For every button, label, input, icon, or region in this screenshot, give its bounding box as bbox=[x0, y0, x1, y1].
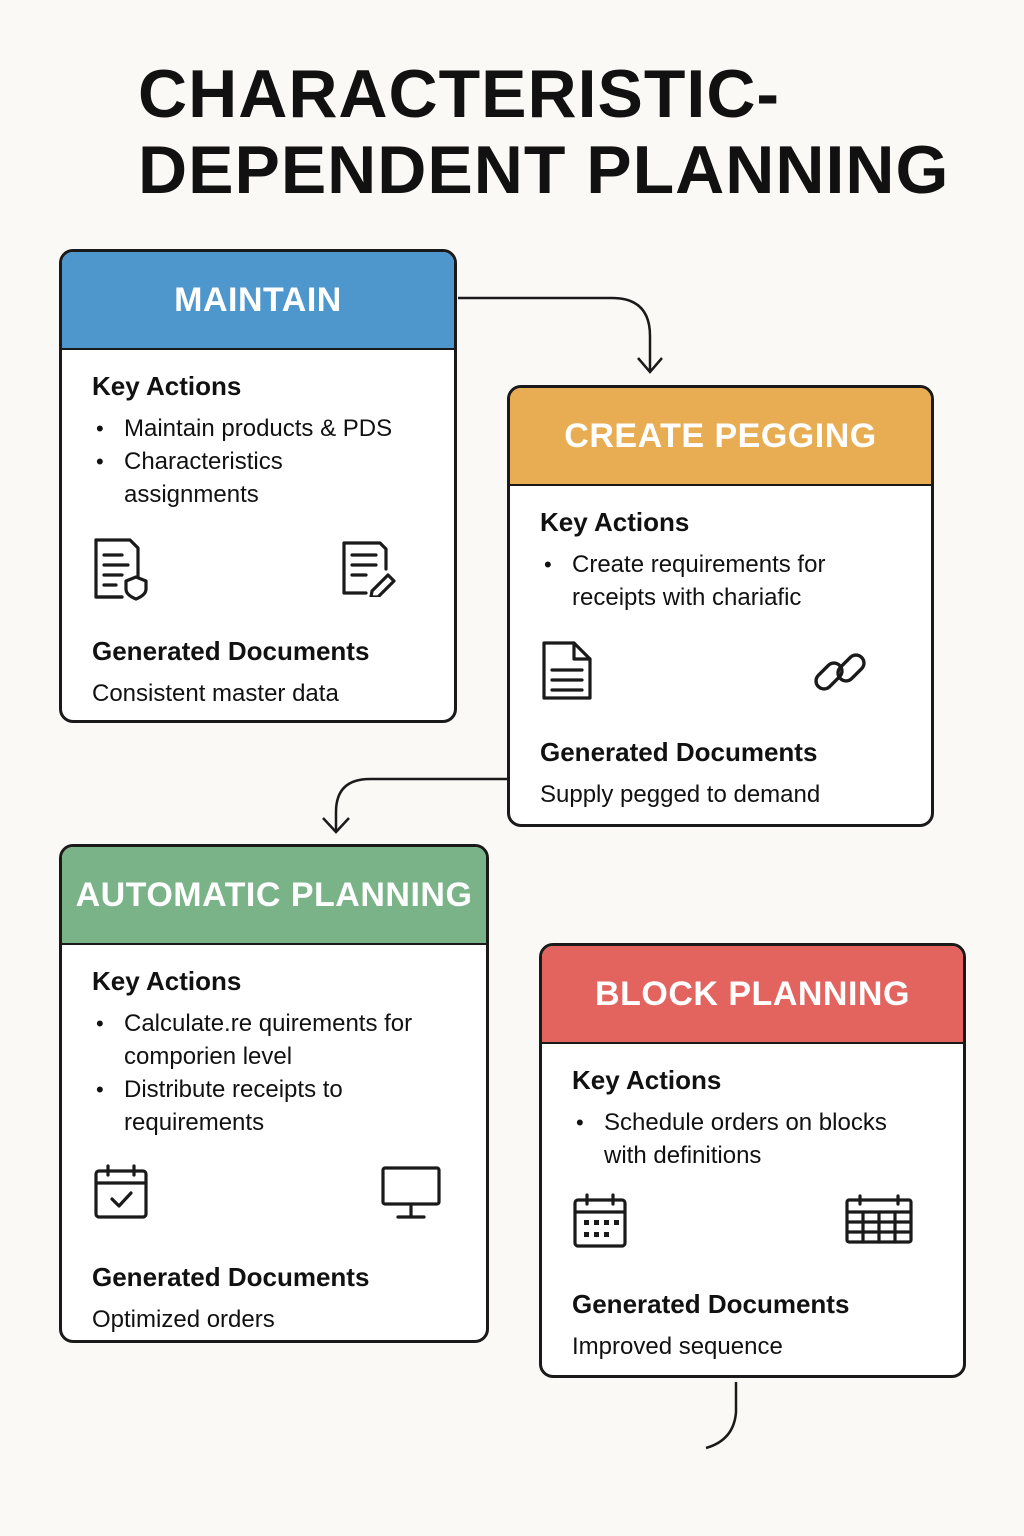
card-create-pegging-generated-title: Generated Documents bbox=[540, 737, 818, 767]
page-title-line-2: DEPENDENT PLANNING bbox=[138, 132, 950, 208]
card-create-pegging: CREATE PEGGING Key Actions Create requir… bbox=[507, 385, 934, 827]
card-block-planning-actions: Schedule orders on blocks with definitio… bbox=[572, 1106, 933, 1172]
card-automatic-planning: AUTOMATIC PLANNING Key Actions Calculate… bbox=[59, 844, 489, 1343]
card-automatic-planning-generated-text: Optimized orders bbox=[92, 1306, 275, 1333]
card-create-pegging-key-actions-title: Key Actions bbox=[540, 507, 690, 537]
card-create-pegging-actions: Create requirements for receipts with ch… bbox=[540, 548, 901, 614]
card-create-pegging-action-1: Create requirements for receipts with ch… bbox=[540, 548, 872, 614]
card-block-planning: BLOCK PLANNING Key Actions Schedule orde… bbox=[539, 943, 966, 1378]
connector-maintain-to-pegging bbox=[458, 296, 652, 370]
card-maintain-action-1: Maintain products & PDS bbox=[92, 412, 424, 445]
connector-block-tail bbox=[705, 1382, 738, 1450]
card-automatic-planning-action-1: Calculate.re quirements for comporien le… bbox=[92, 1007, 424, 1073]
card-block-planning-key-actions-title: Key Actions bbox=[572, 1065, 722, 1095]
card-block-planning-generated-title: Generated Documents bbox=[572, 1289, 850, 1319]
card-automatic-planning-generated-title: Generated Documents bbox=[92, 1262, 370, 1292]
document-edit-icon bbox=[340, 539, 396, 597]
link-icon bbox=[810, 642, 870, 702]
arrowhead-automatic bbox=[322, 817, 350, 834]
card-automatic-planning-actions: Calculate.re quirements for comporien le… bbox=[92, 1007, 456, 1139]
arrowhead-pegging bbox=[637, 357, 663, 374]
document-icon bbox=[540, 640, 594, 702]
card-maintain: MAINTAIN Key Actions Maintain products &… bbox=[59, 249, 457, 723]
card-block-planning-action-1: Schedule orders on blocks with definitio… bbox=[572, 1106, 934, 1172]
card-maintain-generated-text: Consistent master data bbox=[92, 680, 339, 707]
card-maintain-header: MAINTAIN bbox=[62, 252, 454, 350]
card-automatic-planning-action-2: Distribute receipts to requirements bbox=[92, 1073, 414, 1139]
card-create-pegging-header: CREATE PEGGING bbox=[510, 388, 931, 486]
calendar-check-icon bbox=[92, 1163, 150, 1221]
card-block-planning-generated-text: Improved sequence bbox=[572, 1333, 783, 1360]
calendar-wide-icon bbox=[844, 1194, 914, 1246]
card-create-pegging-generated-text: Supply pegged to demand bbox=[540, 781, 821, 808]
card-block-planning-header: BLOCK PLANNING bbox=[542, 946, 963, 1044]
connector-pegging-to-automatic bbox=[334, 777, 508, 830]
calendar-grid-icon bbox=[572, 1192, 628, 1250]
card-maintain-key-actions-title: Key Actions bbox=[92, 371, 242, 401]
page-title: CHARACTERISTIC- DEPENDENT PLANNING bbox=[138, 56, 978, 208]
document-shield-icon bbox=[92, 537, 152, 601]
card-maintain-actions: Maintain products & PDS Characteristics … bbox=[92, 412, 424, 511]
card-maintain-action-2: Characteristics assignments bbox=[92, 445, 354, 511]
card-automatic-planning-header: AUTOMATIC PLANNING bbox=[62, 847, 486, 945]
monitor-icon bbox=[380, 1165, 442, 1221]
page-title-line-1: CHARACTERISTIC- bbox=[138, 56, 781, 132]
card-maintain-generated-title: Generated Documents bbox=[92, 636, 370, 666]
card-automatic-planning-key-actions-title: Key Actions bbox=[92, 966, 242, 996]
